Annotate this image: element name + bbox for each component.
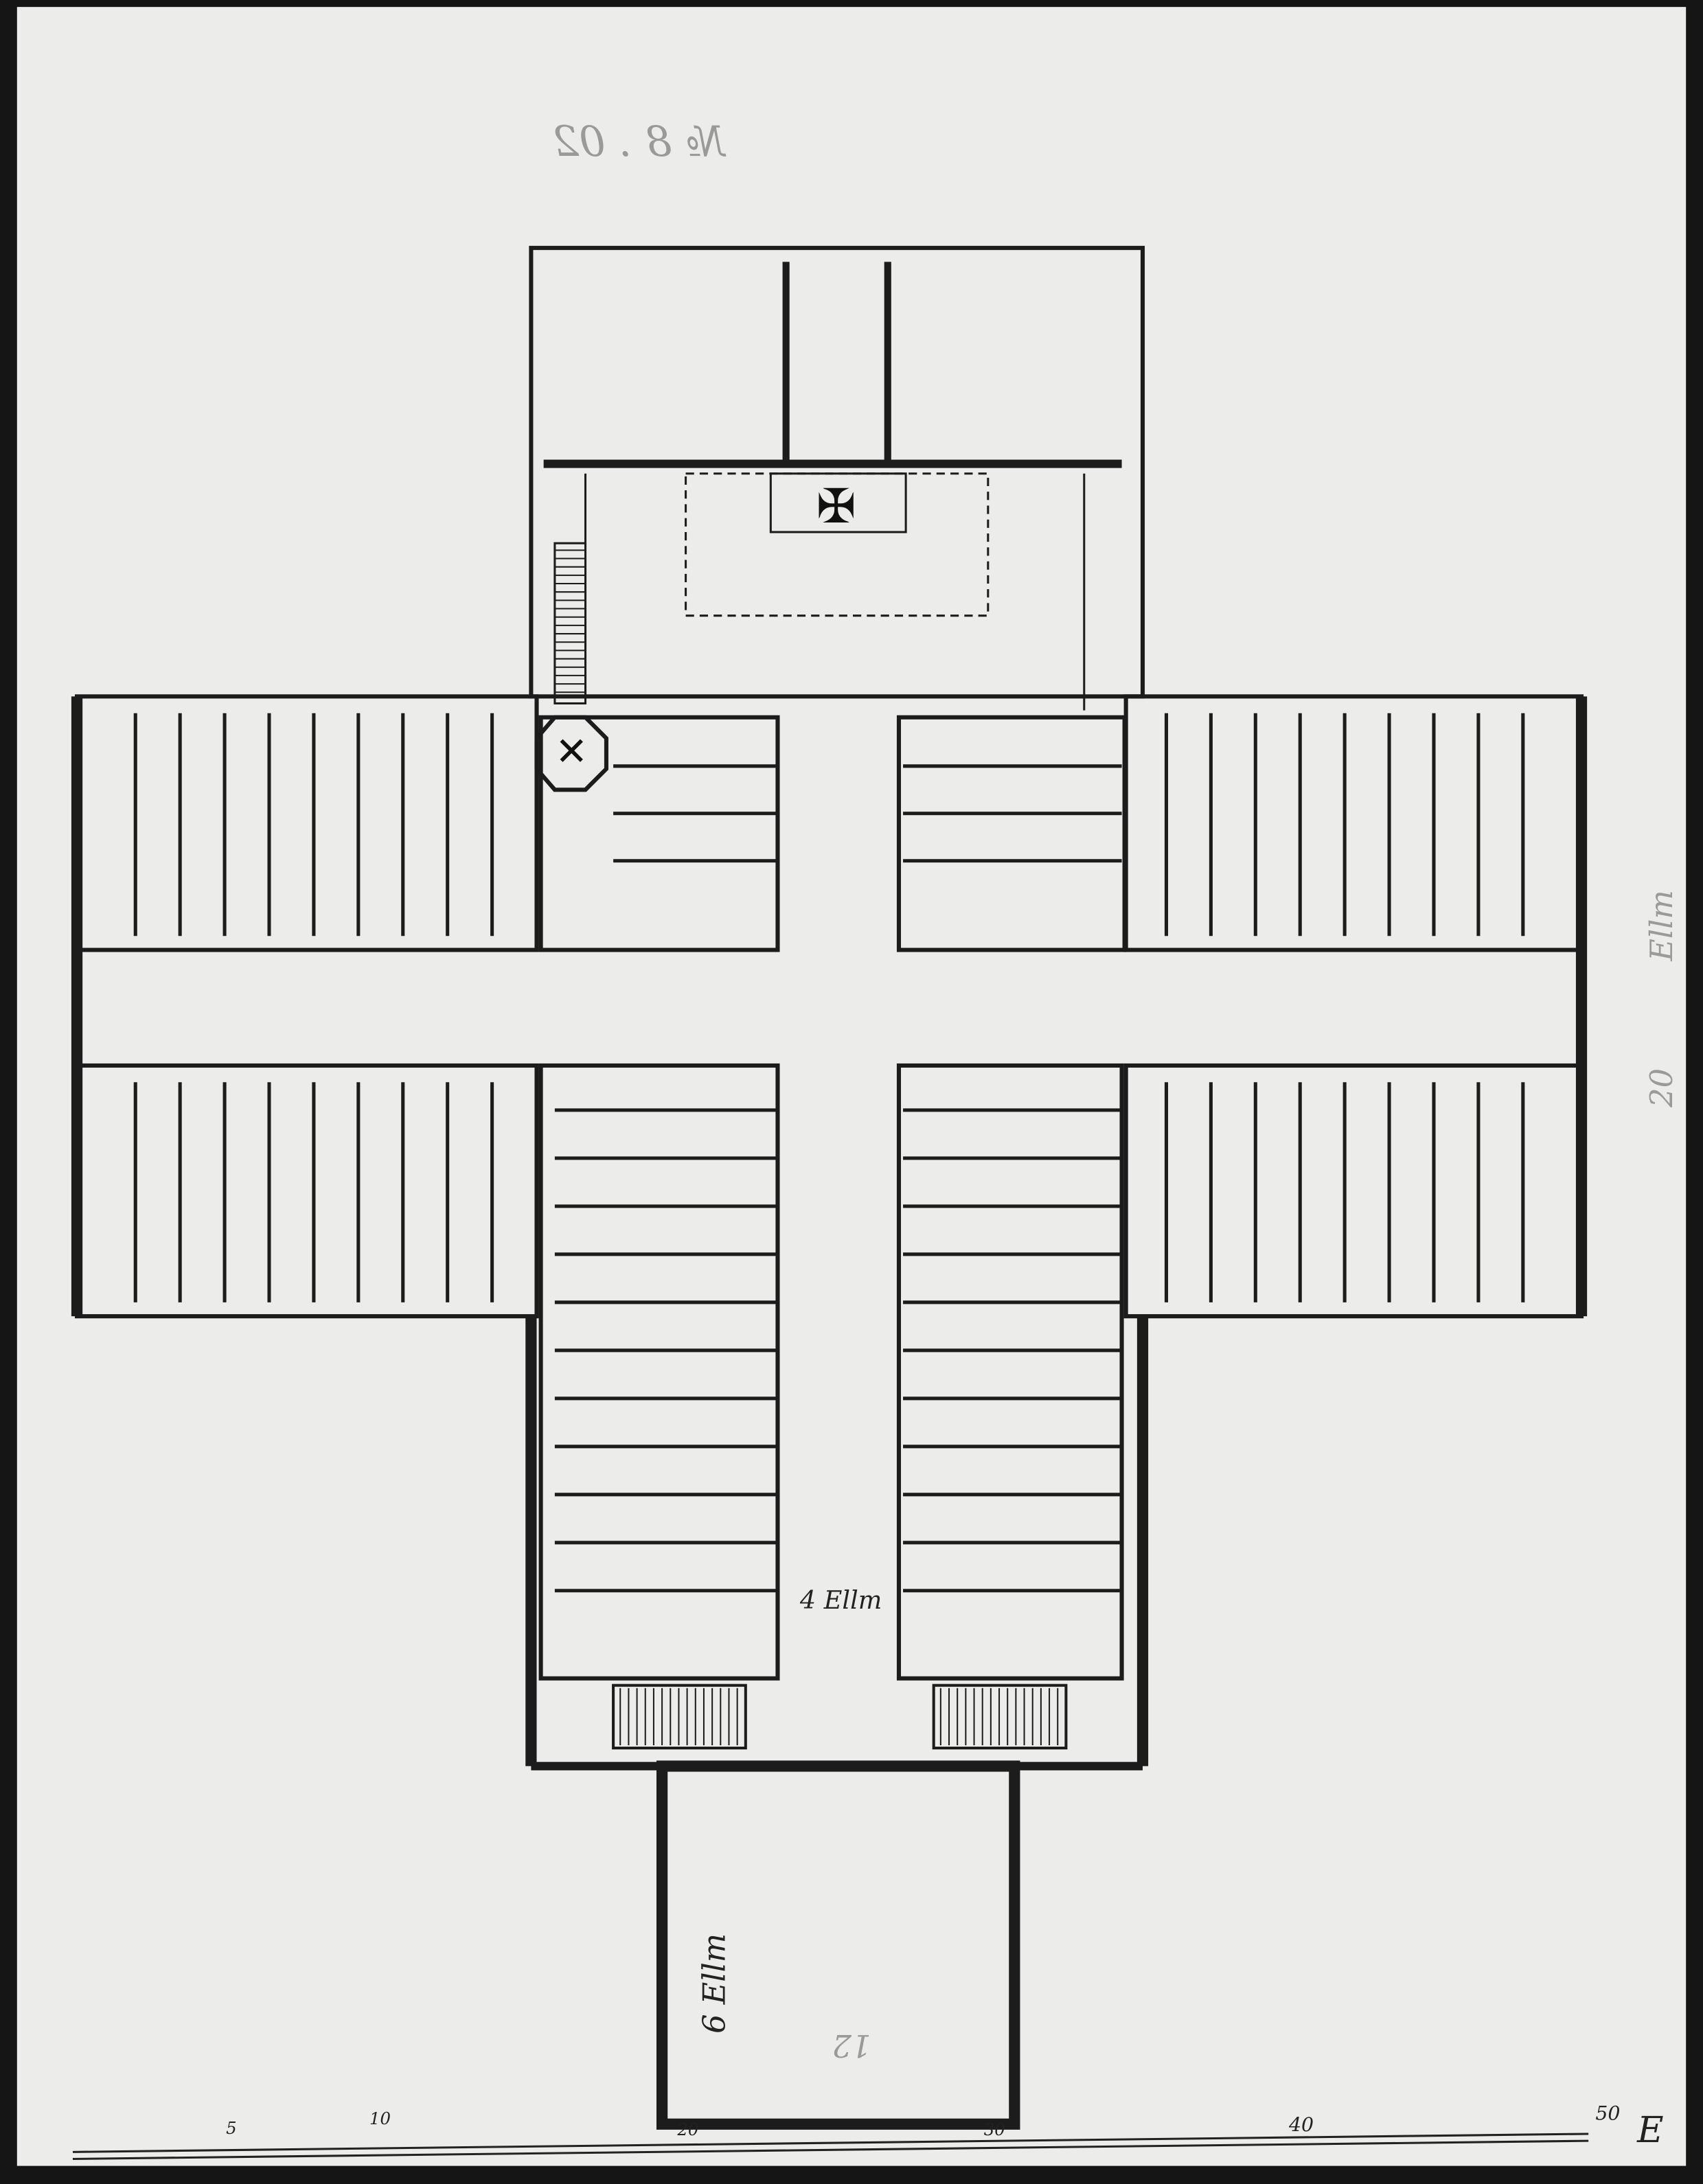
altar: [769, 472, 907, 533]
scale-tick-5: 5: [226, 2118, 236, 2138]
scale-tick-50: 50: [1595, 2102, 1620, 2125]
porch-width-label: 6 Ellm: [696, 1933, 732, 2034]
walls: [71, 246, 1588, 2130]
mirrored-title: № 8 . 02: [552, 118, 727, 166]
arm-label: Ellm: [1644, 890, 1680, 961]
scale-tick-40: 40: [1288, 2113, 1314, 2136]
paper: [16, 7, 1687, 2166]
stair-right: [932, 1683, 1068, 1750]
font-cross-icon: ✕: [555, 731, 588, 774]
porch-wall: [656, 1760, 1020, 2130]
arm-width-label: 20: [1644, 1068, 1680, 1108]
stair-left: [612, 1683, 747, 1750]
porch-depth-label: 12: [832, 2027, 871, 2063]
scale-tick-30: 30: [984, 2119, 1005, 2139]
scale-unit: E: [1636, 2109, 1664, 2151]
scale-bar: 5 10 20 30 40 50 E: [72, 2102, 1664, 2161]
scale-tick-20: 20: [676, 2119, 698, 2139]
font-octagon: [534, 715, 608, 792]
tower-wall: [529, 246, 1145, 699]
nave-width-label: 4 Ellm: [799, 1585, 882, 1615]
scale-tick-10: 10: [369, 2108, 391, 2128]
tower-stair: [553, 542, 587, 705]
cross-icon: ✠: [816, 481, 856, 533]
